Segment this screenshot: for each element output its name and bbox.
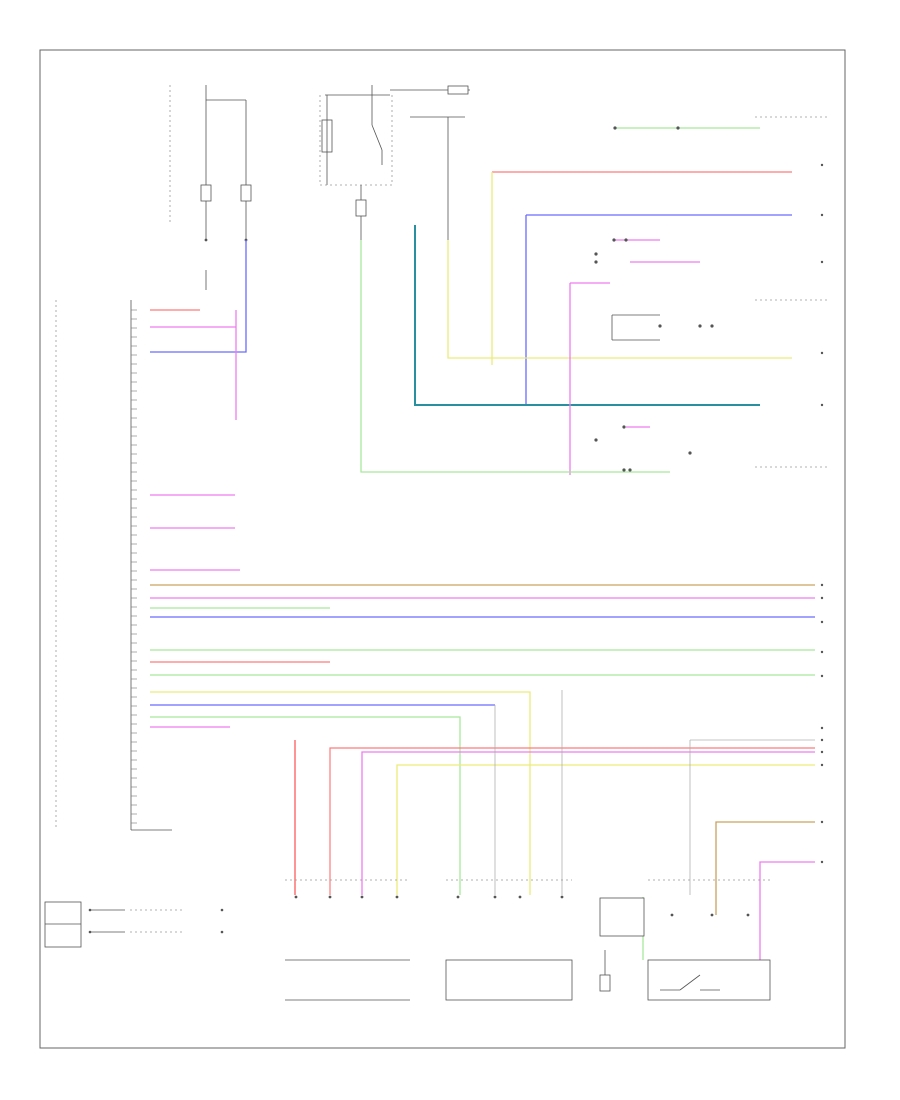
right-terminal: [820, 596, 824, 600]
right-terminal: [820, 213, 824, 217]
wires: [150, 127, 815, 960]
right-edge-terminals: [820, 163, 824, 864]
wire-yellow-mid: [447, 240, 792, 359]
right-terminal: [820, 583, 824, 587]
right-terminal: [820, 620, 824, 624]
right-terminal: [820, 403, 824, 407]
wire-blue-left: [150, 240, 247, 353]
bottom-left-module: [44, 901, 224, 948]
right-terminal: [820, 763, 824, 767]
right-terminal: [820, 260, 824, 264]
bottom-module-1: [285, 879, 410, 1001]
right-terminal: [820, 750, 824, 754]
wire-tan-drop: [715, 821, 815, 915]
wire-yellow-drop-2: [396, 764, 815, 895]
wire-red-drop: [329, 747, 815, 895]
right-terminal: [820, 163, 824, 167]
right-terminal: [820, 860, 824, 864]
bottom-small-relay: [599, 897, 645, 992]
wire-pink-drop: [361, 751, 815, 895]
right-terminal: [820, 738, 824, 742]
wire-green-drop: [150, 716, 461, 895]
right-terminal: [820, 674, 824, 678]
right-terminal: [820, 726, 824, 730]
bottom-module-3: [647, 879, 771, 1001]
right-terminal: [820, 650, 824, 654]
wire-pink-drop-2: [759, 861, 815, 960]
wire-yellow-drop: [150, 691, 531, 895]
left-connector-pins: [131, 309, 137, 824]
right-terminal: [820, 351, 824, 355]
wire-teal-loop: [414, 225, 760, 406]
top-left-fuse-group: [169, 85, 252, 290]
bottom-module-2: [445, 879, 573, 1001]
left-module-connector: [55, 300, 172, 831]
diagram-frame: [39, 49, 846, 1049]
wire-green-long: [360, 240, 670, 473]
right-terminal: [820, 820, 824, 824]
relay-group: [319, 85, 470, 240]
right-components: [594, 116, 830, 472]
